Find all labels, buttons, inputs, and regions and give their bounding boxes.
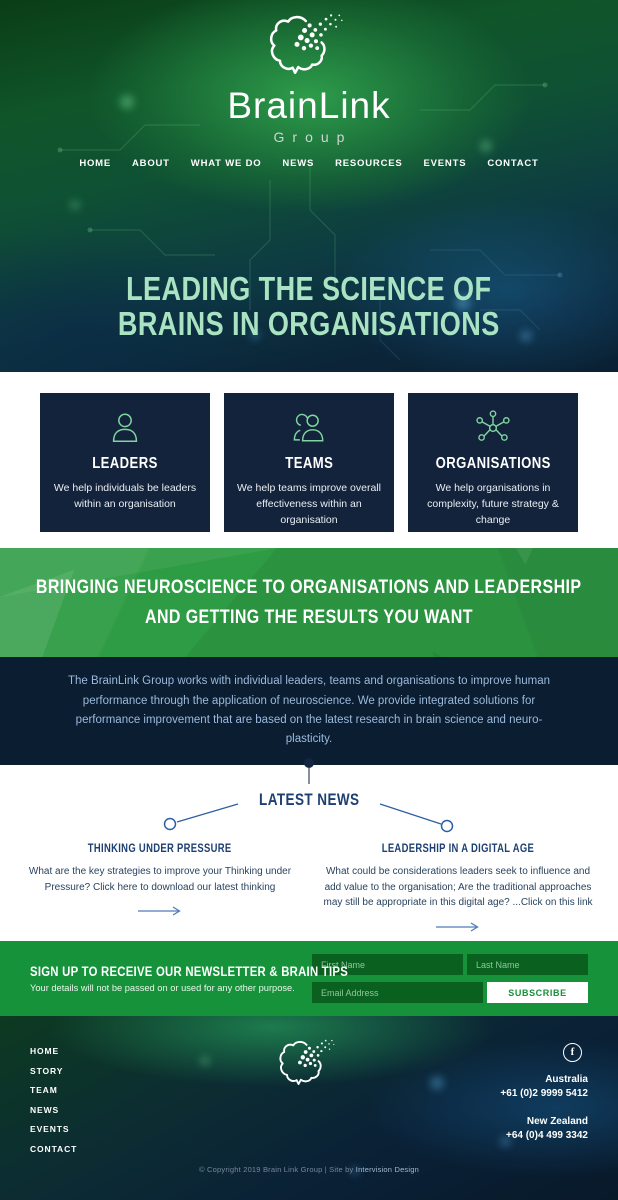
- card-description: We help teams improve overall effectiven…: [237, 482, 381, 526]
- news-item-title[interactable]: LEADERSHIP IN A DIGITAL AGE: [381, 843, 535, 855]
- glow-dot: [350, 1166, 360, 1176]
- nav-item-news[interactable]: NEWS: [282, 158, 315, 169]
- copyright: © Copyright 2019 Brain Link Group | Site…: [199, 1165, 419, 1174]
- glow-dot: [520, 330, 532, 342]
- intro-text: The BrainLink Group works with individua…: [68, 675, 550, 746]
- site-credit-link[interactable]: Intervision Design: [355, 1165, 419, 1174]
- glow-dot: [70, 200, 80, 210]
- footer-nav: HOME STORY TEAM NEWS EVENTS CONTACT: [30, 1046, 77, 1163]
- glow-dot: [480, 140, 492, 152]
- intro-section: The BrainLink Group works with individua…: [0, 657, 618, 765]
- hero-headline: LEADING THE SCIENCE OF BRAINS IN ORGANIS…: [0, 270, 618, 342]
- footer-nav-news[interactable]: NEWS: [30, 1104, 60, 1115]
- facebook-icon[interactable]: f: [563, 1042, 582, 1062]
- glow-dot: [250, 330, 260, 340]
- last-name-input[interactable]: [467, 954, 588, 975]
- phone-number: +61 (0)2 9999 5412: [500, 1088, 588, 1099]
- card-description: We help organisations in complexity, fut…: [427, 482, 559, 526]
- newsletter-signup-section: SIGN UP TO RECEIVE OUR NEWSLETTER & BRAI…: [0, 941, 618, 1016]
- card-title: ORGANISATIONS: [435, 455, 551, 472]
- news-item-title[interactable]: THINKING UNDER PRESSURE: [88, 843, 232, 855]
- banner-text: BRINGING NEUROSCIENCE TO ORGANISATIONS A…: [36, 576, 582, 628]
- nav-item-contact[interactable]: CONTACT: [487, 158, 539, 169]
- main-nav: HOME ABOUT WHAT WE DO NEWS RESOURCES EVE…: [0, 158, 618, 169]
- value-banner: BRINGING NEUROSCIENCE TO ORGANISATIONS A…: [0, 548, 618, 657]
- hero-headline-line1: LEADING THE SCIENCE OF: [126, 270, 492, 307]
- card-title: TEAMS: [285, 455, 333, 472]
- nav-item-events[interactable]: EVENTS: [423, 158, 467, 169]
- news-item-body: What could be considerations leaders see…: [323, 866, 593, 908]
- brainlink-logo[interactable]: [0, 12, 618, 83]
- newsletter-subheading: Your details will not be passed on or us…: [30, 983, 295, 993]
- news-item: THINKING UNDER PRESSURE What are the key…: [16, 843, 304, 937]
- contact-australia: Australia +61 (0)2 9999 5412: [500, 1073, 588, 1102]
- card-title: LEADERS: [92, 455, 158, 472]
- newsletter-heading: SIGN UP TO RECEIVE OUR NEWSLETTER & BRAI…: [30, 964, 349, 979]
- card-organisations[interactable]: ORGANISATIONS We help organisations in c…: [408, 393, 578, 532]
- news-item-body: What are the key strategies to improve y…: [28, 866, 292, 893]
- news-item: LEADERSHIP IN A DIGITAL AGE What could b…: [314, 843, 602, 937]
- newsletter-form: SUBSCRIBE: [312, 954, 588, 1003]
- brain-logo-icon: [269, 14, 343, 75]
- footer-nav-events[interactable]: EVENTS: [30, 1124, 70, 1134]
- first-name-input[interactable]: [312, 954, 463, 975]
- news-section-title: LATEST NEWS: [258, 791, 360, 809]
- card-description: We help individuals be leaders within an…: [53, 482, 197, 510]
- glow-dot: [455, 295, 471, 311]
- nav-item-resources[interactable]: RESOURCES: [335, 158, 403, 169]
- subscribe-button[interactable]: SUBSCRIBE: [487, 982, 588, 1003]
- hero-headline-line2: BRAINS IN ORGANISATIONS: [118, 304, 500, 342]
- country-label: Australia: [545, 1073, 588, 1085]
- nav-item-home[interactable]: HOME: [79, 158, 112, 169]
- read-more-arrow[interactable]: [137, 903, 183, 921]
- footer: HOME STORY TEAM NEWS EVENTS CONTACT: [0, 1016, 618, 1200]
- read-more-arrow[interactable]: [435, 919, 481, 937]
- nav-item-what-we-do[interactable]: WHAT WE DO: [190, 158, 262, 169]
- people-icon: [224, 408, 394, 448]
- news-columns: THINKING UNDER PRESSURE What are the key…: [0, 843, 618, 937]
- pillars-section: LEADERS We help individuals be leaders w…: [0, 372, 618, 548]
- site-subtitle: Group: [273, 129, 353, 145]
- person-icon: [40, 408, 210, 448]
- footer-nav-home[interactable]: HOME: [30, 1046, 60, 1056]
- footer-logo: [0, 1038, 618, 1093]
- glow-dot: [120, 95, 134, 109]
- hero-section: BrainLink Group HOME ABOUT WHAT WE DO NE…: [0, 0, 618, 372]
- phone-number: +64 (0)4 499 3342: [505, 1130, 588, 1141]
- footer-nav-team[interactable]: TEAM: [30, 1085, 58, 1095]
- glow-dot: [430, 1076, 444, 1090]
- network-icon: [408, 408, 578, 448]
- nav-item-about[interactable]: ABOUT: [132, 158, 170, 169]
- card-leaders[interactable]: LEADERS We help individuals be leaders w…: [40, 393, 210, 532]
- header: BrainLink Group HOME ABOUT WHAT WE DO NE…: [0, 0, 618, 169]
- email-input[interactable]: [312, 982, 483, 1003]
- glow-dot: [200, 1056, 210, 1066]
- brain-logo-icon: [279, 1039, 335, 1085]
- country-label: New Zealand: [526, 1115, 588, 1127]
- card-teams[interactable]: TEAMS We help teams improve overall effe…: [224, 393, 394, 532]
- footer-nav-story[interactable]: STORY: [30, 1065, 64, 1076]
- latest-news-section: LATEST NEWS THINKING UNDER PRESSURE What…: [0, 758, 618, 941]
- news-connector-decoration: [163, 758, 454, 833]
- contact-new-zealand: New Zealand +64 (0)4 499 3342: [500, 1115, 588, 1144]
- circuit-background-decoration: [57, 82, 563, 361]
- footer-nav-contact[interactable]: CONTACT: [30, 1143, 78, 1154]
- footer-contact-block: f Australia +61 (0)2 9999 5412 New Zeala…: [500, 1042, 588, 1144]
- newsletter-copy: SIGN UP TO RECEIVE OUR NEWSLETTER & BRAI…: [30, 964, 349, 993]
- site-title: BrainLink: [227, 85, 391, 126]
- glow-dot: [500, 1136, 511, 1147]
